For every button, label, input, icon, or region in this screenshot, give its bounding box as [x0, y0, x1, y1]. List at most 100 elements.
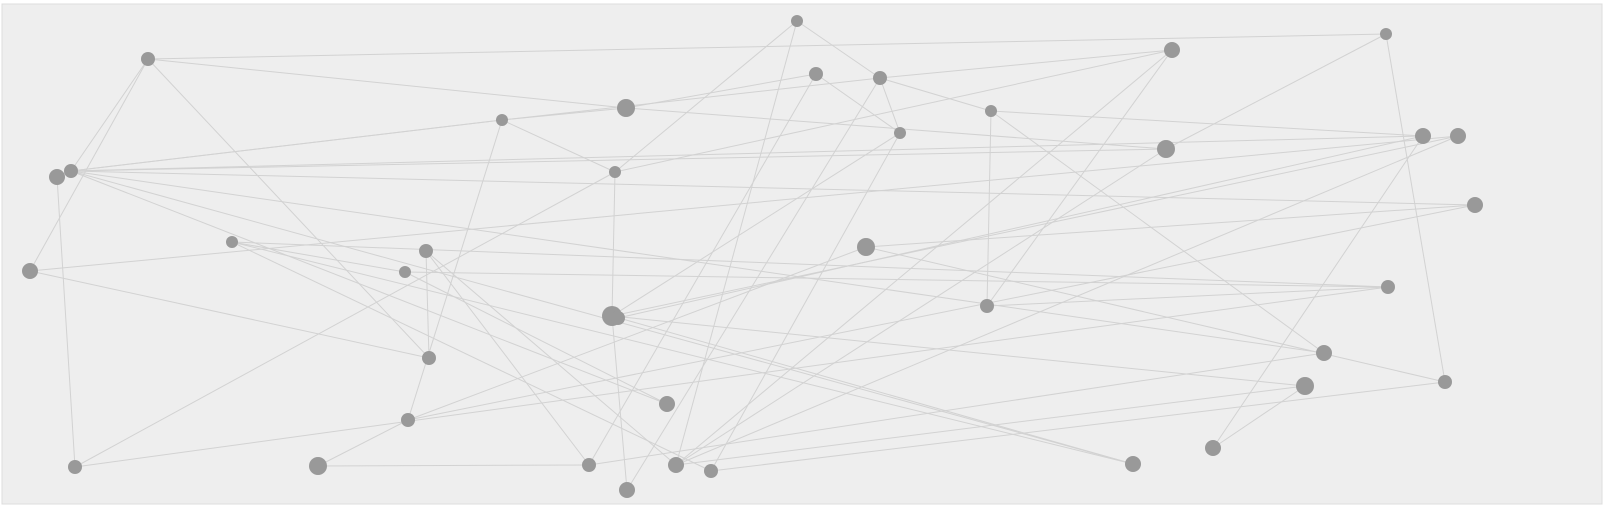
graph-node[interactable]: [309, 457, 327, 475]
graph-node[interactable]: [894, 127, 906, 139]
graph-edge: [675, 135, 1459, 466]
graph-node[interactable]: [1415, 128, 1431, 144]
graph-edge: [231, 241, 406, 273]
graph-node[interactable]: [64, 164, 78, 178]
graph-edge: [675, 20, 798, 466]
graph-edge: [675, 49, 1173, 466]
graph-edge: [614, 20, 798, 173]
graph-node[interactable]: [659, 396, 675, 412]
graph-background: [1, 3, 1603, 505]
graph-edge: [865, 246, 1446, 383]
graph-edge: [70, 170, 668, 405]
graph-node[interactable]: [1125, 456, 1141, 472]
graph-edge: [611, 132, 901, 317]
graph-node[interactable]: [1438, 375, 1452, 389]
graph-node[interactable]: [582, 458, 596, 472]
graph-edge: [70, 170, 1325, 354]
graph-edge: [501, 77, 881, 121]
graph-edge: [1165, 33, 1387, 150]
graph-edge: [611, 315, 628, 491]
graph-edge: [990, 110, 1424, 137]
graph-edge: [588, 352, 1325, 466]
graph-edge: [70, 170, 1134, 465]
graph-node[interactable]: [809, 67, 823, 81]
graph-edge: [74, 171, 616, 468]
graph-node[interactable]: [1316, 345, 1332, 361]
graph-edge: [588, 73, 817, 466]
graph-edge: [404, 271, 668, 405]
graph-edge: [710, 381, 1446, 472]
graph-edge: [74, 286, 1389, 468]
graph-edge: [29, 58, 149, 272]
graph-edge: [407, 204, 1476, 421]
graph-node[interactable]: [399, 266, 411, 278]
graph-edge: [70, 170, 1476, 206]
graph-edge: [425, 250, 430, 359]
nodes-layer: [22, 15, 1483, 498]
graph-node[interactable]: [668, 457, 684, 473]
graph-edge: [1385, 33, 1446, 383]
graph-edge: [796, 20, 881, 79]
graph-node[interactable]: [617, 99, 635, 117]
graph-edge: [675, 148, 1167, 466]
graph-edge: [865, 204, 1476, 248]
graph-edge: [986, 49, 1173, 307]
graph-node[interactable]: [141, 52, 155, 66]
graph-edge: [501, 107, 627, 121]
edges-layer: [29, 20, 1476, 491]
graph-node[interactable]: [611, 311, 625, 325]
graph-edge: [986, 286, 1389, 307]
graph-edge: [986, 110, 992, 307]
graph-node[interactable]: [49, 169, 65, 185]
graph-edge: [29, 270, 430, 359]
graph-node[interactable]: [1296, 377, 1314, 395]
graph-node[interactable]: [496, 114, 508, 126]
graph-node[interactable]: [791, 15, 803, 27]
graph-node[interactable]: [226, 236, 238, 248]
graph-node[interactable]: [68, 460, 82, 474]
graph-edge: [625, 107, 1167, 150]
graph-node[interactable]: [980, 299, 994, 313]
graph-edge: [425, 250, 590, 466]
graph-node[interactable]: [704, 464, 718, 478]
graph-node[interactable]: [1381, 280, 1395, 294]
graph-node[interactable]: [619, 482, 635, 498]
graph-edge: [70, 148, 1167, 172]
graph-edge: [404, 271, 1389, 288]
graph-edge: [614, 49, 1173, 173]
graph-node[interactable]: [873, 71, 887, 85]
graph-edge: [501, 119, 616, 173]
graph-edge: [879, 49, 1173, 79]
graph-node[interactable]: [401, 413, 415, 427]
graph-node[interactable]: [1467, 197, 1483, 213]
graph-edge: [617, 135, 1424, 319]
graph-node[interactable]: [1380, 28, 1392, 40]
graph-edge: [611, 315, 1306, 387]
graph-node[interactable]: [1450, 128, 1466, 144]
graph-edge: [317, 464, 590, 467]
graph-edge: [1212, 135, 1424, 449]
graph-edge: [425, 250, 677, 466]
graph-edge: [70, 135, 1424, 172]
graph-node[interactable]: [419, 244, 433, 258]
graph-node[interactable]: [857, 238, 875, 256]
graph-edge: [611, 171, 616, 317]
graph-edge: [1212, 385, 1306, 449]
graph-edge: [879, 77, 992, 112]
graph-edge: [710, 132, 901, 472]
graph-node[interactable]: [1157, 140, 1175, 158]
graph-edge: [675, 385, 1306, 466]
graph-edge: [407, 246, 867, 421]
graph-node[interactable]: [1164, 42, 1180, 58]
graph-edge: [29, 135, 1459, 272]
graph-edge: [70, 58, 149, 172]
graph-edge: [70, 119, 503, 172]
graph-node[interactable]: [609, 166, 621, 178]
graph-node[interactable]: [422, 351, 436, 365]
graph-node[interactable]: [1205, 440, 1221, 456]
graph-edge: [56, 176, 76, 468]
graph-node[interactable]: [985, 105, 997, 117]
graph-node[interactable]: [22, 263, 38, 279]
